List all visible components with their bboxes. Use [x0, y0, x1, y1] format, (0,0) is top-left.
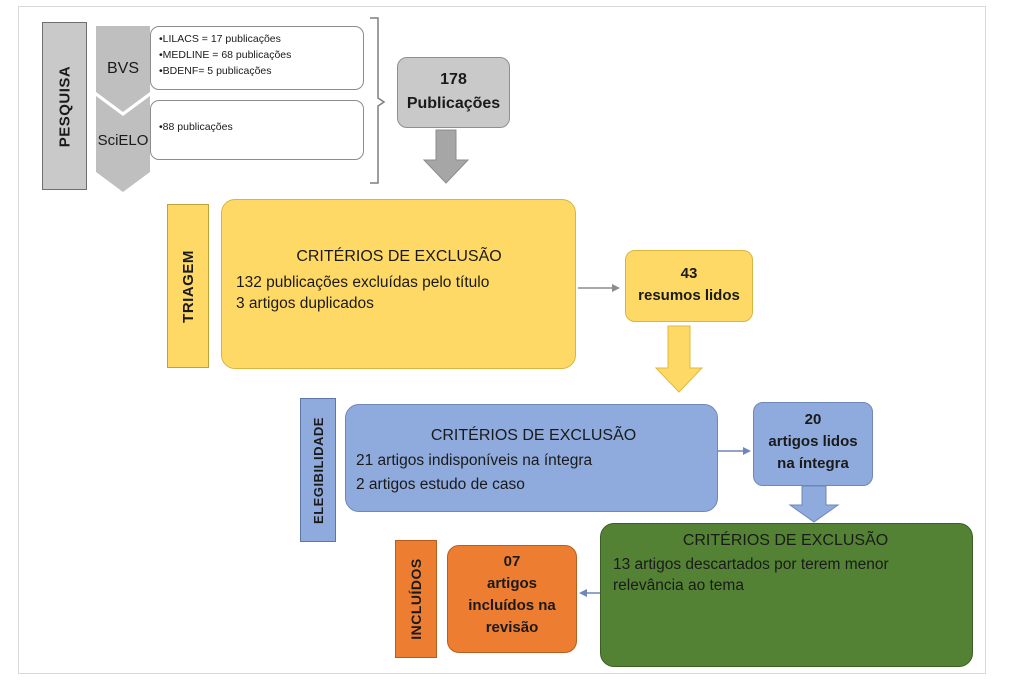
bvs-chevron [96, 26, 150, 112]
bvs-databases-box: •LILACS = 17 publicações •MEDLINE = 68 p… [150, 26, 364, 90]
stage-label-triagem: TRIAGEM [167, 204, 209, 368]
grouping-brace [370, 17, 386, 184]
scielo-chevron [96, 96, 150, 192]
final-exclusion-box: CRITÉRIOS DE EXCLUSÃO 13 artigos descart… [600, 523, 973, 667]
bvs-label: BVS [106, 60, 139, 77]
arrow-down-blue [788, 485, 840, 523]
final-criteria-title: CRITÉRIOS DE EXCLUSÃO [682, 532, 889, 549]
arrow-down-gray [422, 129, 470, 184]
scielo-label: SciELO [97, 132, 149, 149]
abstracts-read-box: 43 resumos lidos [625, 250, 753, 322]
medline-count: •MEDLINE = 68 publicações [159, 49, 292, 61]
full-text-read-box: 20 artigos lidos na íntegra [753, 402, 873, 486]
triagem-criteria-title: CRITÉRIOS DE EXCLUSÃO [296, 248, 502, 265]
scielo-count: •88 publicações [159, 121, 233, 133]
scielo-database-box: •88 publicações [150, 100, 364, 160]
included-articles-box: 07 artigos incluídos na revisão [447, 545, 577, 653]
arrow-down-yellow [654, 325, 704, 393]
triagem-criteria-box: CRITÉRIOS DE EXCLUSÃO 132 publicações ex… [221, 199, 576, 369]
bdenf-count: •BDENF= 5 publicações [159, 65, 272, 77]
elegibilidade-criteria-box: CRITÉRIOS DE EXCLUSÃO 21 artigos indispo… [345, 404, 718, 512]
stage-label-elegibilidade: ELEGIBILIDADE [300, 398, 336, 542]
total-publications-box: 178 Publicações [397, 57, 510, 128]
stage-label-pesquisa: PESQUISA [42, 22, 87, 190]
diagram-frame [18, 6, 986, 674]
lilacs-count: •LILACS = 17 publicações [159, 33, 281, 45]
stage-label-incluidos: INCLUÍDOS [395, 540, 437, 658]
elegibilidade-criteria-title: CRITÉRIOS DE EXCLUSÃO [430, 427, 637, 444]
